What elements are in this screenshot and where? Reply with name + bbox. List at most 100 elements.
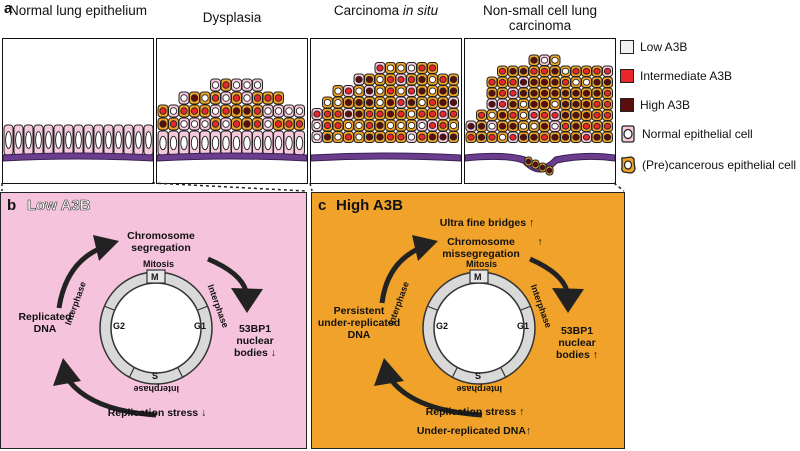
cell-cycle-diagram-low bbox=[53, 235, 263, 418]
carcinoma-cell bbox=[416, 73, 428, 86]
nsclc-illustration bbox=[465, 54, 615, 176]
carcinoma-cell bbox=[374, 119, 386, 132]
nsclc-cell bbox=[581, 131, 592, 143]
dysplasia-cell bbox=[252, 104, 263, 118]
nsclc-cell bbox=[581, 98, 592, 110]
nsclc-cell bbox=[518, 98, 529, 110]
normal-cell bbox=[93, 124, 104, 156]
nsclc-cell bbox=[570, 87, 582, 99]
nsclc-cell bbox=[560, 109, 571, 121]
dysplasia-cell bbox=[199, 117, 211, 131]
dysplasia-cell bbox=[252, 117, 263, 131]
carcinoma-cell bbox=[374, 62, 386, 74]
carcinoma-cell bbox=[353, 85, 365, 97]
interphase-left-label: Interphase bbox=[63, 280, 88, 327]
dysplasia-cell bbox=[210, 117, 221, 131]
invading-cell bbox=[545, 165, 554, 176]
nsclc-cell bbox=[486, 120, 498, 132]
nsclc-cell bbox=[528, 65, 540, 77]
carcinoma-cell bbox=[406, 96, 417, 109]
nsclc-cell bbox=[549, 98, 561, 110]
carcinoma-cell bbox=[427, 73, 438, 86]
carcinoma-cell bbox=[448, 85, 459, 97]
nsclc-cell bbox=[518, 120, 529, 132]
legend-high-a3b: High A3B bbox=[620, 96, 690, 114]
carcinoma-cell bbox=[322, 131, 333, 143]
m-phase-label-high: M bbox=[474, 272, 482, 282]
nsclc-cell bbox=[560, 76, 571, 88]
carcinoma-cell bbox=[437, 131, 449, 143]
carcinoma-cell bbox=[343, 85, 354, 97]
normal-cell bbox=[43, 124, 54, 156]
carcinoma-cell bbox=[395, 62, 407, 74]
normal-cell bbox=[241, 130, 253, 156]
normal-cell bbox=[123, 124, 134, 156]
nsclc-cell bbox=[539, 87, 550, 99]
nsclc-cell bbox=[486, 109, 498, 121]
nsclc-cell bbox=[570, 120, 582, 132]
normal-cell bbox=[220, 130, 232, 156]
nsclc-cell bbox=[486, 98, 498, 110]
nsclc-cell bbox=[602, 87, 613, 99]
carcinoma-cell bbox=[385, 108, 396, 120]
carcinoma-cell bbox=[416, 62, 428, 74]
dysplasia-cell bbox=[283, 117, 295, 131]
carcinoma-cell bbox=[364, 85, 375, 97]
nsclc-cell bbox=[528, 109, 540, 121]
dysplasia-cell bbox=[220, 117, 232, 131]
nsclc-cell bbox=[549, 76, 561, 88]
carcinoma-cell bbox=[437, 73, 449, 86]
nsclc-cell bbox=[549, 65, 561, 77]
nsclc-cell bbox=[486, 131, 498, 143]
carcinoma-cell bbox=[448, 96, 459, 109]
legend-normal-cell: Normal epithelial cell bbox=[620, 125, 753, 143]
carcinoma-cell bbox=[385, 62, 396, 74]
normal-cell bbox=[157, 130, 169, 156]
carcinoma-cell bbox=[427, 85, 438, 97]
nsclc-cell bbox=[507, 76, 519, 88]
nsclc-cell bbox=[528, 131, 540, 143]
nsclc-cell bbox=[507, 98, 519, 110]
normal-cell bbox=[178, 130, 190, 156]
carcinoma-cell bbox=[406, 62, 417, 74]
dysplasia-cell bbox=[210, 78, 221, 92]
stage-box-normal bbox=[2, 38, 154, 184]
nsclc-cell bbox=[581, 76, 592, 88]
interphase-bottom-label-high: Interphase bbox=[456, 384, 502, 394]
nsclc-cell bbox=[549, 109, 561, 121]
dysplasia-cell bbox=[220, 104, 232, 118]
precancerous-cell-icon bbox=[621, 156, 636, 174]
invading-cell bbox=[538, 162, 547, 173]
carcinoma-cell bbox=[364, 73, 375, 86]
carcinoma-cell bbox=[448, 108, 459, 120]
nsclc-cell bbox=[570, 65, 582, 77]
m-phase-label: M bbox=[151, 272, 159, 282]
carcinoma-cell bbox=[406, 85, 417, 97]
nuclear-bodies-label: 53BP1 nuclear bodies ↓ bbox=[233, 323, 276, 359]
normal-cell bbox=[199, 130, 211, 156]
ultra-fine-bridges-label: Ultra fine bridges ↑ bbox=[439, 217, 535, 229]
legend-swatch-low bbox=[620, 40, 634, 54]
carcinoma-cell bbox=[343, 131, 354, 143]
carcinoma-cell bbox=[385, 73, 396, 86]
dysplasia-cell bbox=[210, 104, 221, 118]
dysplasia-cell bbox=[262, 91, 274, 105]
carcinoma-cell bbox=[364, 96, 375, 109]
cell-cycle-diagram-high bbox=[374, 235, 584, 418]
normal-cell bbox=[113, 124, 124, 156]
missegregation-arrow: ↑ bbox=[537, 236, 543, 248]
normal-cell bbox=[103, 124, 114, 156]
chromosome-segregation-label: Chromosome segregation bbox=[127, 230, 195, 254]
g1-label: G1 bbox=[194, 321, 207, 331]
legend-intermediate-a3b: Intermediate A3B bbox=[620, 67, 732, 85]
carcinoma-cell bbox=[395, 131, 407, 143]
dysplasia-cell bbox=[189, 104, 200, 118]
dysplasia-cell bbox=[210, 91, 221, 105]
nsclc-cell bbox=[528, 87, 540, 99]
carcinoma-cell bbox=[385, 96, 396, 109]
carcinoma-cell bbox=[416, 96, 428, 109]
carcinoma-cell bbox=[406, 108, 417, 120]
stage-box-dysplasia bbox=[156, 38, 308, 184]
nsclc-cell bbox=[497, 87, 508, 99]
carcinoma-cell bbox=[395, 108, 407, 120]
